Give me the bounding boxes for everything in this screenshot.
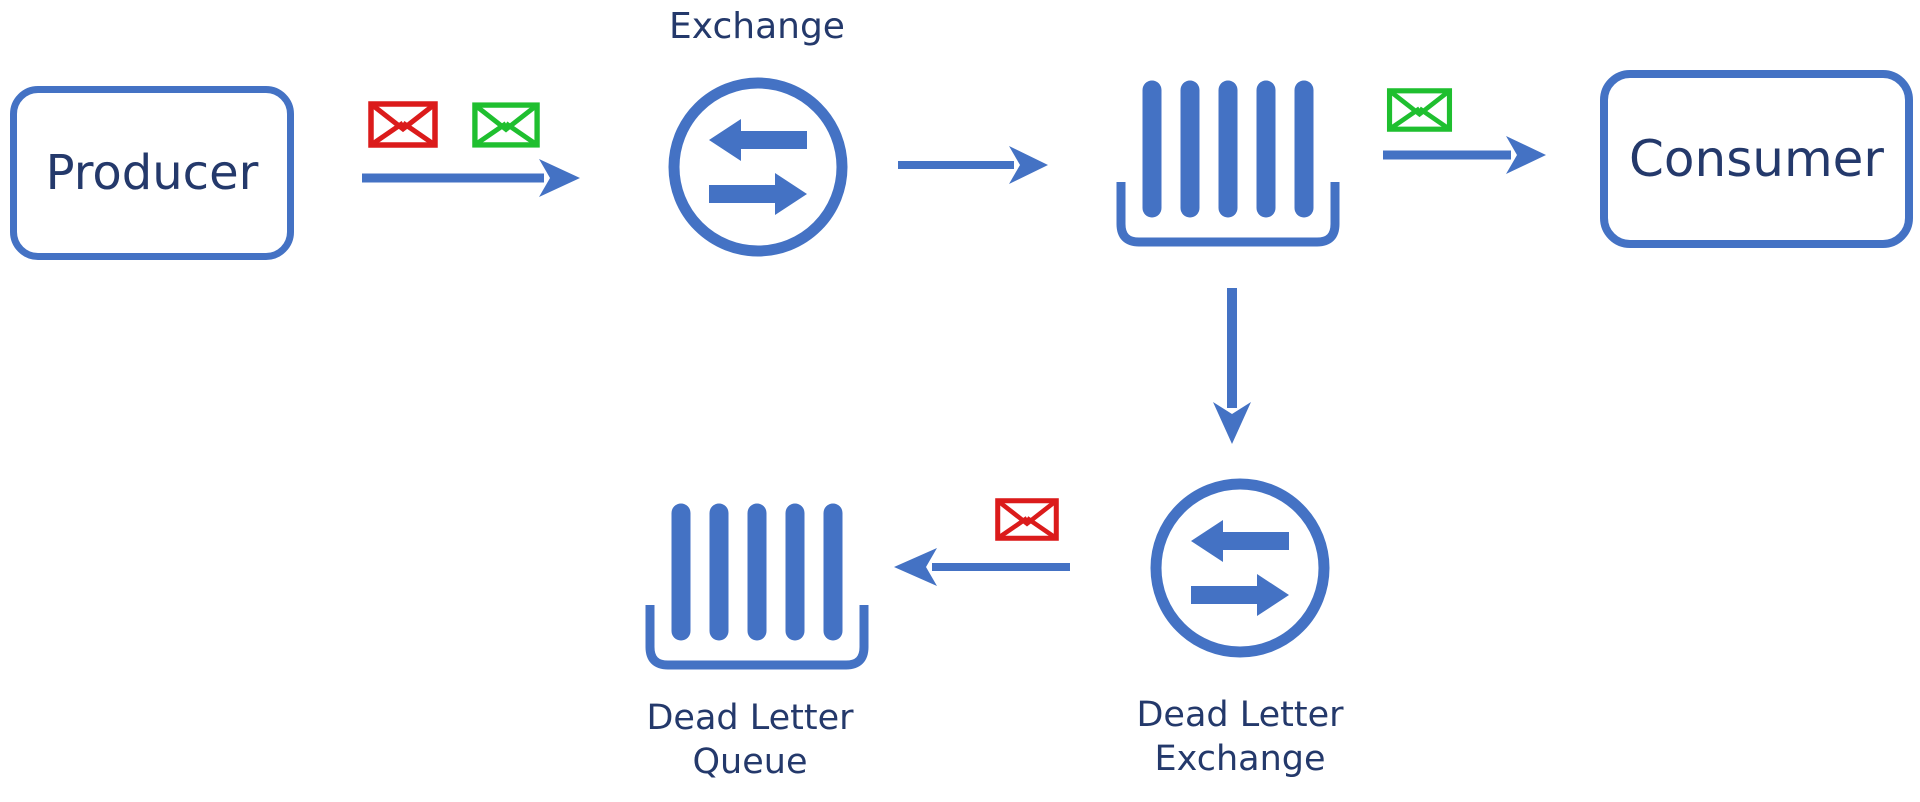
dead-letter-queue-icon [645,503,869,670]
dead-letter-exchange-icon [1150,478,1330,658]
producer-label: Producer [45,145,259,201]
red-envelope-icon [995,498,1059,541]
consumer-node: Consumer [1600,70,1913,248]
producer-node: Producer [10,86,294,260]
consumer-label: Consumer [1629,130,1884,188]
dead-letter-queue-label: Dead Letter Queue [646,698,854,782]
green-envelope-icon [1386,88,1453,132]
dead-letter-exchange-label: Dead Letter Exchange [1136,695,1344,779]
green-envelope-icon [472,102,540,148]
queue-icon [1116,80,1340,247]
red-envelope-icon [368,101,438,148]
arrow-exchange-to-queue [898,146,1048,184]
exchange-icon [668,77,848,257]
arrow-queue-to-consumer [1383,136,1546,174]
arrow-dead-letter-exchange-to-queue [894,548,1070,586]
arrow-producer-to-exchange [362,159,580,197]
exchange-label: Exchange [669,6,845,47]
arrow-queue-to-dead-letter-exchange [1213,288,1251,444]
